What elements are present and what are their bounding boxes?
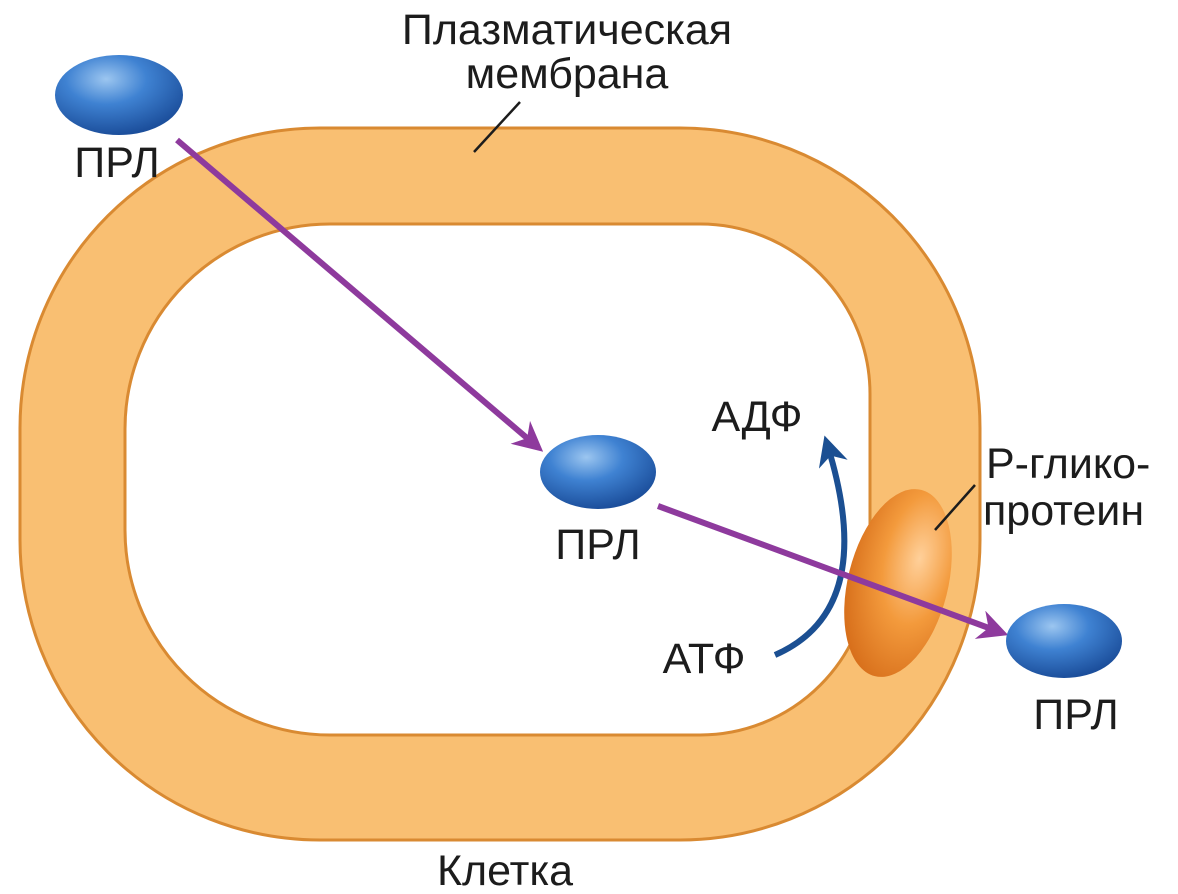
efflux-arrow — [656, 503, 1009, 639]
prl-outside-label: ПРЛ — [74, 139, 159, 187]
prl-expelled-label: ПРЛ — [1033, 691, 1118, 739]
membrane-leader-line — [473, 101, 521, 153]
cell-label: Клетка — [437, 847, 573, 894]
pgp-label-line2: протеин — [983, 487, 1144, 535]
p-glycoprotein-icon — [844, 489, 952, 677]
atp-adp-arrow — [773, 435, 848, 658]
plasma-membrane — [18, 126, 982, 842]
pgp-leader-line — [934, 484, 976, 531]
prl-molecule-inside-icon — [540, 435, 656, 509]
atp-label: АТФ — [663, 635, 746, 683]
membrane-label-line1: Плазматическая — [402, 6, 732, 54]
prl-molecule-expelled-icon — [1006, 604, 1122, 678]
prl-inside-label: ПРЛ — [555, 521, 640, 569]
adp-label: АДФ — [712, 393, 803, 441]
influx-arrow — [175, 137, 544, 452]
pgp-label-line1: Р-глико- — [986, 440, 1150, 488]
prl-molecule-outside-icon — [55, 55, 183, 135]
membrane-label-line2: мембрана — [466, 50, 669, 98]
